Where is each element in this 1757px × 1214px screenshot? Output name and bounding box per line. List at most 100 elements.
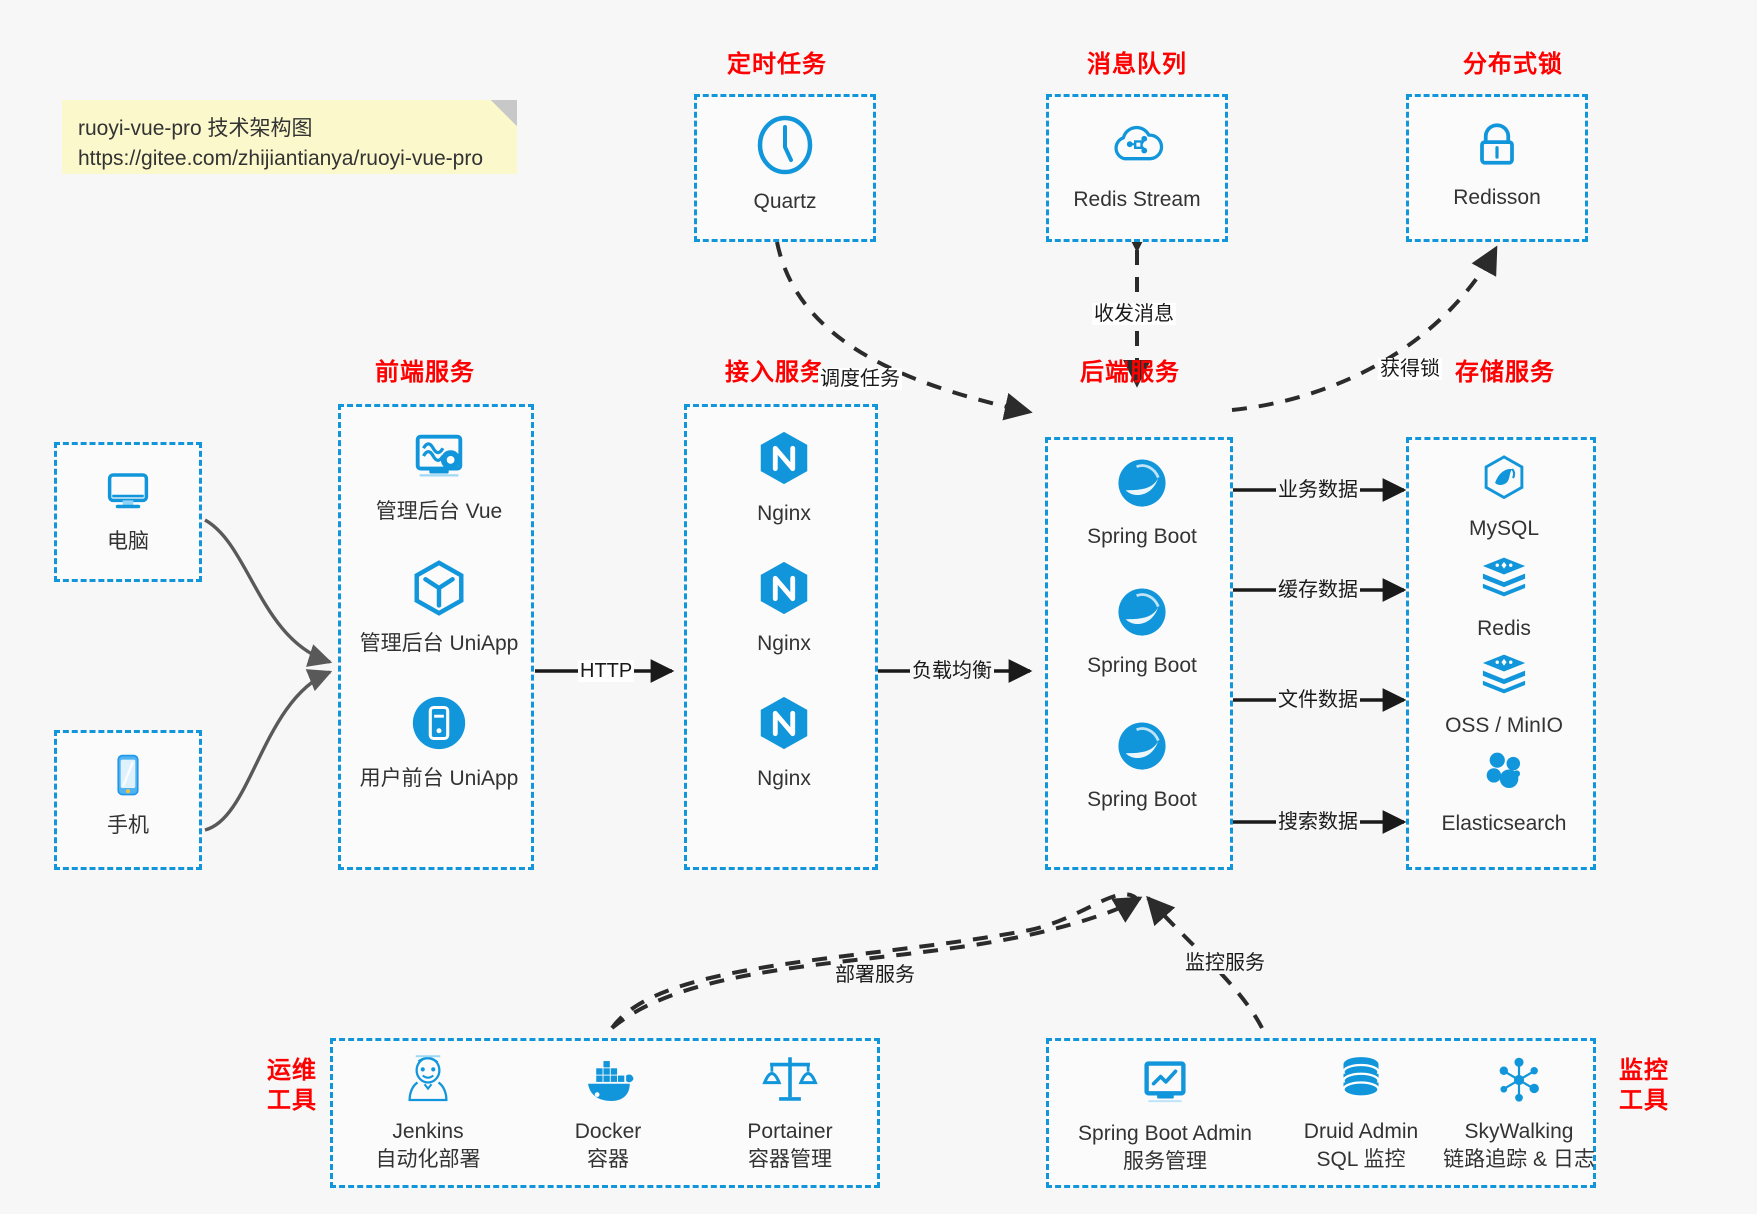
node-label: 管理后台 Vue (375, 500, 503, 523)
node-sublabel: 容器 (587, 1147, 629, 1171)
desktop-icon (100, 461, 156, 522)
group-box-backend: Spring Boot Spring Boot Spring Boot (1045, 437, 1233, 870)
node-spring-boot-3[interactable]: Spring Boot (1060, 717, 1224, 814)
group-title-gateway: 接入服务 (725, 359, 825, 386)
edge-label-monitor-service: 监控服务 (1183, 952, 1267, 974)
group-title-frontend: 前端服务 (375, 359, 475, 386)
node-user-uniapp[interactable]: 用户前台 UniApp (357, 692, 521, 793)
node-portainer[interactable]: Portainer 容器管理 (715, 1051, 865, 1173)
group-title-message-queue: 消息队列 (1087, 51, 1187, 78)
edge-computer-to-frontend (204, 518, 333, 667)
edge-deploy-service (610, 896, 1143, 1030)
node-label: MySQL (1468, 517, 1539, 540)
group-title-devops-line2: 工具 (267, 1087, 317, 1114)
note-line-title: ruoyi-vue-pro 技术架构图 (78, 117, 313, 140)
node-spring-boot-2[interactable]: Spring Boot (1060, 583, 1224, 680)
edge-label-file-data: 文件数据 (1276, 689, 1360, 711)
edge-label-http: HTTP (578, 660, 635, 682)
spring-boot-icon (1113, 454, 1171, 517)
edge-label-messaging: 收发消息 (1092, 303, 1176, 325)
node-oss-minio[interactable]: OSS / MinIO (1422, 647, 1586, 740)
cloud-network-icon (1108, 117, 1166, 180)
edge-deploy-service-tail (610, 892, 1140, 1030)
node-computer[interactable]: 电脑 (51, 461, 205, 556)
node-sublabel: 链路追踪 & 日志 (1443, 1147, 1595, 1171)
node-label: Spring Boot (1087, 654, 1197, 677)
node-label: Jenkins (392, 1120, 464, 1143)
edge-label-acquire-lock: 获得锁 (1378, 358, 1442, 380)
node-sublabel: SQL 监控 (1316, 1147, 1406, 1171)
edge-label-business-data: 业务数据 (1276, 479, 1360, 501)
node-phone[interactable]: 手机 (51, 749, 205, 840)
node-label: Redis Stream (1073, 188, 1201, 211)
portainer-icon (761, 1051, 819, 1112)
edge-label-cache-data: 缓存数据 (1276, 579, 1360, 601)
node-redisson[interactable]: Redisson (1415, 113, 1579, 212)
group-title-distributed-lock: 分布式锁 (1463, 51, 1563, 78)
node-spring-boot-admin[interactable]: Spring Boot Admin 服务管理 (1055, 1053, 1275, 1175)
spring-boot-icon (1113, 717, 1171, 780)
node-label: Redis (1477, 617, 1531, 640)
mobile-circle-icon (408, 692, 470, 759)
node-label: 管理后台 UniApp (359, 632, 519, 655)
node-label: Spring Boot Admin (1078, 1122, 1252, 1145)
edge-label-load-balance: 负载均衡 (910, 660, 994, 682)
group-box-phone: 手机 (54, 730, 202, 870)
group-title-devops-line1: 运维 (267, 1057, 317, 1084)
node-label: Redisson (1453, 186, 1541, 209)
node-label: SkyWalking (1464, 1120, 1574, 1143)
node-label: Spring Boot (1087, 525, 1197, 548)
node-nginx-1[interactable]: Nginx (702, 427, 866, 528)
node-label: Nginx (757, 767, 811, 790)
node-sublabel: 服务管理 (1123, 1149, 1207, 1173)
node-mysql[interactable]: MySQL (1422, 452, 1586, 543)
nginx-icon (753, 427, 815, 494)
note-fold-corner (491, 100, 517, 126)
node-label: Spring Boot (1087, 788, 1197, 811)
docker-icon (579, 1055, 637, 1112)
node-label: Quartz (753, 190, 817, 213)
node-spring-boot-1[interactable]: Spring Boot (1060, 454, 1224, 551)
group-box-distributed-lock: Redisson (1406, 94, 1588, 242)
group-box-gateway: Nginx Nginx Nginx (684, 404, 878, 870)
group-title-monitor: 监控 工具 (1608, 1056, 1680, 1116)
nginx-icon (753, 692, 815, 759)
node-redis[interactable]: Redis (1422, 550, 1586, 643)
node-nginx-2[interactable]: Nginx (702, 557, 866, 658)
elasticsearch-icon (1477, 745, 1531, 804)
redis-stack-icon (1477, 550, 1531, 609)
node-label: 电脑 (107, 530, 149, 553)
node-sublabel: 容器管理 (748, 1147, 832, 1171)
group-box-message-queue: Redis Stream (1046, 94, 1228, 242)
storage-stack-icon (1477, 647, 1531, 706)
note-line-url: https://gitee.com/zhijiantianya/ruoyi-vu… (78, 147, 484, 171)
group-box-devops: Jenkins 自动化部署 Docker (330, 1038, 880, 1188)
node-label: 手机 (107, 814, 149, 837)
node-label: 用户前台 UniApp (359, 767, 519, 790)
node-quartz[interactable]: Quartz (703, 113, 867, 216)
lock-icon (1467, 113, 1527, 178)
database-icon (1333, 1051, 1389, 1112)
group-title-backend: 后端服务 (1080, 359, 1180, 386)
cube-icon (408, 557, 470, 624)
node-druid-admin[interactable]: Druid Admin SQL 监控 (1281, 1051, 1441, 1173)
node-label: Nginx (757, 502, 811, 525)
edge-phone-to-frontend (204, 669, 333, 832)
node-label: Portainer (747, 1120, 833, 1143)
dashboard-gear-icon (408, 425, 470, 492)
node-nginx-3[interactable]: Nginx (702, 692, 866, 793)
node-skywalking[interactable]: SkyWalking 链路追踪 & 日志 (1429, 1053, 1609, 1173)
node-elasticsearch[interactable]: Elasticsearch (1422, 745, 1586, 838)
skywalking-icon (1492, 1053, 1546, 1112)
node-admin-vue[interactable]: 管理后台 Vue (357, 425, 521, 526)
node-admin-uniapp[interactable]: 管理后台 UniApp (357, 557, 521, 658)
group-box-storage: MySQL Redis (1406, 437, 1596, 870)
group-title-devops: 运维 工具 (256, 1056, 328, 1116)
edge-label-schedule-task: 调度任务 (818, 368, 902, 390)
smartphone-icon (102, 749, 154, 806)
group-title-scheduled-task: 定时任务 (727, 51, 827, 78)
node-jenkins[interactable]: Jenkins 自动化部署 (353, 1051, 503, 1173)
node-redis-stream[interactable]: Redis Stream (1055, 117, 1219, 214)
node-label: Nginx (757, 632, 811, 655)
node-docker[interactable]: Docker 容器 (533, 1055, 683, 1173)
